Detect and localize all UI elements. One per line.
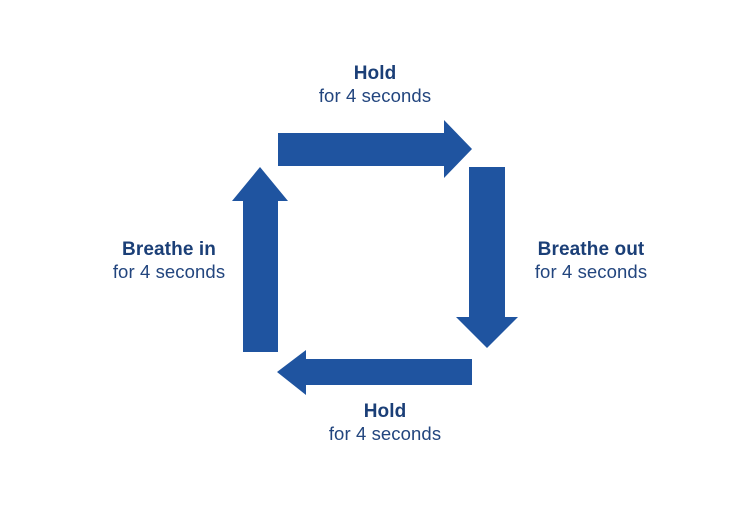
label-hold-bottom-subtitle: for 4 seconds: [328, 423, 442, 445]
label-breathe-out-subtitle: for 4 seconds: [534, 261, 648, 283]
label-hold-bottom-title: Hold: [363, 401, 407, 422]
label-breathe-in-title: Breathe in: [122, 239, 216, 260]
arrow-right-icon: [278, 120, 472, 178]
label-hold-top-subtitle: for 4 seconds: [318, 85, 432, 107]
label-breathe-in-subtitle: for 4 seconds: [112, 261, 226, 283]
label-breathe-out-title: Breathe out: [537, 239, 645, 260]
arrow-up-icon: [232, 167, 288, 352]
label-hold-bottom: Hold for 4 seconds: [265, 400, 505, 446]
label-breathe-in: Breathe in for 4 seconds: [96, 238, 242, 284]
arrow-down-icon: [456, 167, 518, 348]
label-breathe-out: Breathe out for 4 seconds: [516, 238, 666, 284]
label-hold-top-title: Hold: [353, 63, 397, 84]
arrow-left-icon: [277, 350, 472, 395]
label-hold-top: Hold for 4 seconds: [255, 62, 495, 108]
